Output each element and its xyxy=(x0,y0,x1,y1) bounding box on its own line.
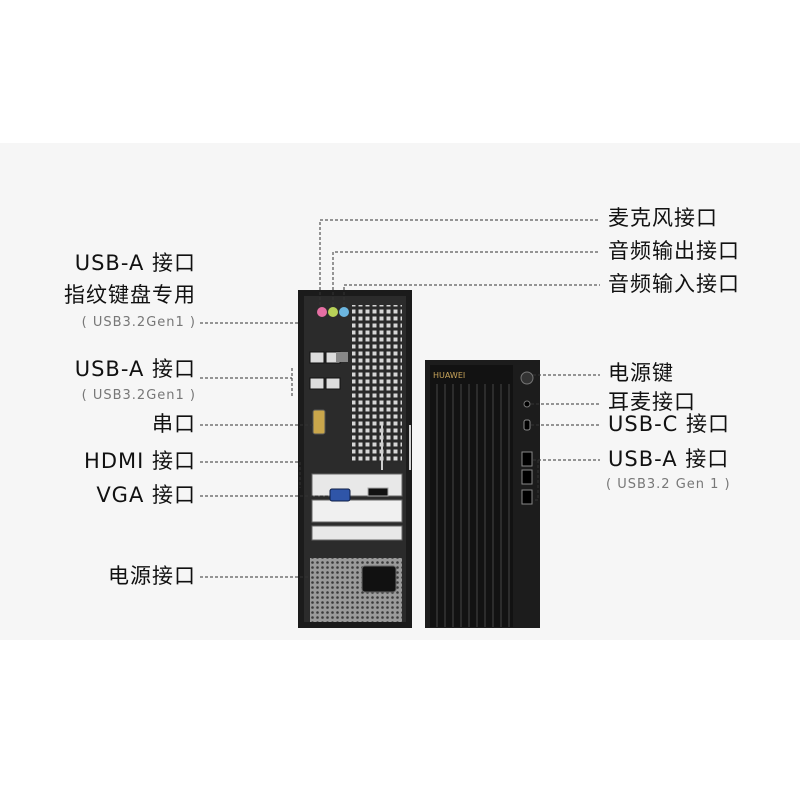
vga-port-label: VGA 接口 xyxy=(96,483,196,507)
serial-port-label: 串口 xyxy=(152,412,196,436)
hdmi-port-label: HDMI 接口 xyxy=(84,449,196,473)
brand-logo: HUAWEI xyxy=(433,371,465,380)
rear-chassis xyxy=(298,290,412,628)
front-usb-port xyxy=(521,489,533,505)
serial-port xyxy=(312,409,326,435)
power-button xyxy=(520,371,534,385)
audio-in-label: 音频输入接口 xyxy=(608,272,740,296)
audio-out-label: 音频输出接口 xyxy=(608,239,740,263)
usb-a-fingerprint-sub: 指纹键盘专用 xyxy=(64,283,196,307)
vga-port xyxy=(329,488,351,502)
power-button-label: 电源键 xyxy=(608,361,674,385)
front-usb-a-spec: ( USB3.2 Gen 1 ) xyxy=(606,477,731,492)
usb-port xyxy=(309,351,325,364)
front-usb-port xyxy=(521,469,533,485)
audio-out-jack xyxy=(328,307,338,317)
usb-a-fingerprint-title: USB-A 接口 xyxy=(74,251,196,275)
power-port-label: 电源接口 xyxy=(108,564,196,588)
mic-label: 麦克风接口 xyxy=(608,206,718,230)
hdmi-port xyxy=(367,487,389,497)
usb-port xyxy=(309,377,325,390)
front-usb-port xyxy=(521,451,533,467)
usb-c-port xyxy=(523,419,531,431)
power-socket xyxy=(361,565,397,593)
front-chassis: HUAWEI xyxy=(425,360,540,628)
front-usb-a-label: USB-A 接口 xyxy=(608,447,730,471)
ethernet-port xyxy=(336,352,348,362)
headset-jack xyxy=(523,400,531,408)
audio-in-jack xyxy=(339,307,349,317)
headset-label: 耳麦接口 xyxy=(608,390,696,414)
vent-grille xyxy=(352,305,402,463)
usb-port xyxy=(325,377,341,390)
usb-c-label: USB-C 接口 xyxy=(608,412,731,436)
usb-a-fingerprint-spec: ( USB3.2Gen1 ) xyxy=(81,315,196,330)
leader-lines xyxy=(200,219,600,578)
mic-jack xyxy=(317,307,327,317)
usb-a-title: USB-A 接口 xyxy=(74,357,196,381)
usb-a-spec: ( USB3.2Gen1 ) xyxy=(81,388,196,403)
